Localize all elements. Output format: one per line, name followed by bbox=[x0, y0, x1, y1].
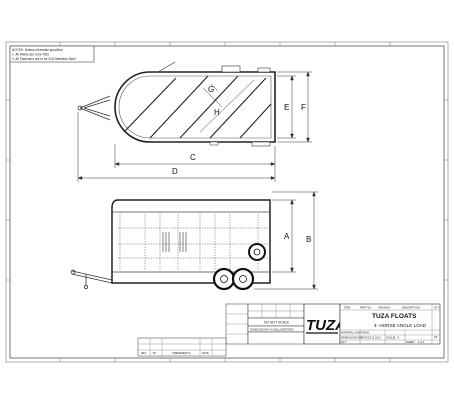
side-wheels bbox=[212, 243, 266, 291]
revision-block: REV BY AMENDMENTS DATE bbox=[137, 337, 227, 357]
plan-rear-step bbox=[251, 141, 271, 147]
note-line-1: NOTES: Unless otherwise specified bbox=[12, 48, 63, 52]
plan-drawbar bbox=[77, 95, 111, 121]
qty-label: QTY bbox=[341, 340, 347, 344]
logo-box bbox=[303, 303, 341, 345]
dimension-c bbox=[114, 144, 276, 168]
units-note: DIMENSIONS IN MILLIMETRES bbox=[250, 328, 294, 332]
item-header: ITEM bbox=[344, 306, 350, 310]
company-name: TUZA FLOATS bbox=[372, 313, 417, 320]
dimension-label-f: F bbox=[301, 103, 306, 112]
date-label: DATE bbox=[361, 336, 368, 340]
rev-header: REV bbox=[141, 351, 147, 355]
part-no-header: PART NO. bbox=[360, 306, 372, 310]
plan-body-outline bbox=[114, 71, 276, 143]
title-block: DO NOT SCALE DIMENSIONS IN MILLIMETRES T… bbox=[225, 303, 441, 345]
dimension-h bbox=[199, 79, 255, 133]
dimension-label-h: H bbox=[214, 108, 220, 117]
dimension-b bbox=[254, 191, 318, 290]
dimension-f bbox=[277, 71, 312, 143]
sheet-inner-border bbox=[9, 45, 445, 359]
side-drawbar bbox=[70, 269, 113, 289]
date-value: 23.11.2012 bbox=[368, 336, 381, 340]
dimension-label-d: D bbox=[172, 167, 178, 176]
note-line-2: 1. All Welds are to be MIG bbox=[12, 53, 49, 57]
dimension-label-a: A bbox=[284, 232, 290, 241]
material-label: MATERIAL AND FINISH bbox=[341, 331, 369, 335]
sheet-outer-border bbox=[5, 41, 449, 363]
company-logo: TUZA bbox=[306, 317, 346, 334]
plan-view: G H E F C bbox=[77, 61, 312, 182]
dimension-label-g: G bbox=[208, 85, 214, 94]
dimension-a bbox=[272, 199, 296, 273]
note-line-3: 2. All Fasteners are to be 316 Stainless… bbox=[12, 57, 76, 61]
rev-date-header: DATE bbox=[202, 351, 209, 355]
scale-label: SCALE bbox=[386, 336, 395, 340]
dimension-label-e: E bbox=[284, 103, 289, 112]
original-header: ORIGINAL bbox=[378, 306, 391, 310]
notes-box: NOTES: Unless otherwise specified 1. All… bbox=[9, 45, 95, 63]
by-header: BY bbox=[153, 351, 157, 355]
dimensions-label: DIMENSIONS MM bbox=[341, 336, 362, 340]
side-vent-slats bbox=[162, 232, 187, 252]
qty-header: QTY bbox=[434, 306, 440, 310]
do-not-scale-label: DO NOT SCALE bbox=[264, 321, 290, 325]
description-header: DESCRIPTION bbox=[402, 306, 420, 310]
drawing-description: 4- HORSE ANGLE LOAD bbox=[374, 323, 427, 328]
scale-value: 1 : 5 bbox=[394, 336, 400, 340]
dimension-g bbox=[202, 83, 223, 108]
zone-ticks bbox=[6, 42, 448, 362]
dimension-label-b: B bbox=[306, 235, 311, 244]
sheet-label: SHEET bbox=[406, 340, 415, 344]
dimension-e bbox=[277, 75, 296, 139]
dimension-d bbox=[77, 112, 276, 182]
plan-front-fitting bbox=[257, 67, 271, 73]
plan-roof-vent bbox=[221, 65, 241, 73]
amendments-header: AMENDMENTS bbox=[172, 351, 191, 355]
dimension-label-c: C bbox=[190, 153, 196, 162]
sheet-value: 1 of 1 bbox=[418, 340, 425, 344]
side-view: A B bbox=[70, 191, 318, 291]
side-hidden-lines bbox=[118, 214, 268, 270]
plan-angle-partitions bbox=[123, 75, 272, 139]
sheet-size: A3 bbox=[434, 335, 438, 339]
